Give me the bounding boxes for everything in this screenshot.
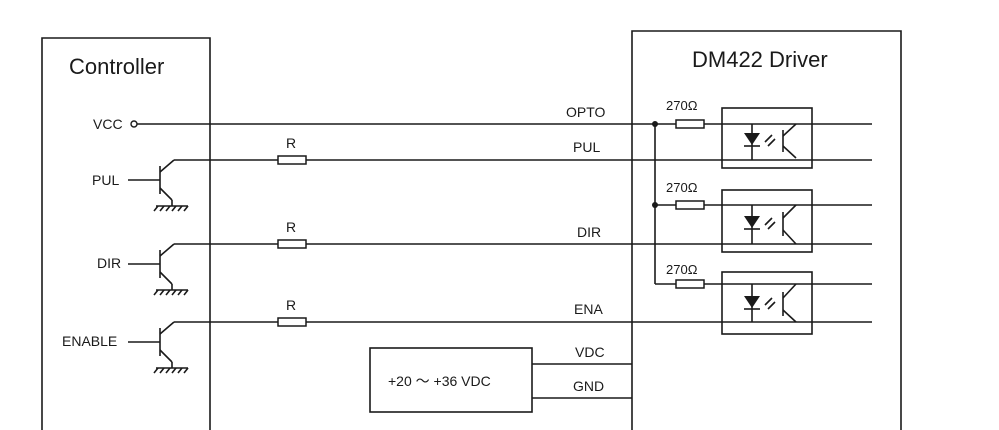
vcc-terminal	[130, 120, 138, 128]
pul-connection: PUL R PUL	[92, 135, 872, 212]
optocoupler-3	[721, 271, 813, 335]
pul-resistor-label: R	[286, 135, 296, 151]
controller-block: Controller	[41, 37, 211, 430]
pul-transistor-emitter	[159, 187, 173, 201]
pul-resistor	[277, 155, 307, 165]
controller-pin-vcc: VCC	[93, 116, 123, 132]
optocoupler-2	[721, 189, 813, 253]
enable-resistor	[277, 317, 307, 327]
driver-input-gnd: GND	[573, 378, 604, 394]
power-supply-label: +20 ～ +36 VDC	[388, 373, 491, 389]
junction-opto-1	[652, 121, 658, 127]
dir-resistor-label: R	[286, 219, 296, 235]
dir-connection: DIR R DIR	[97, 219, 872, 296]
opto-resistor-1	[675, 119, 705, 129]
controller-title: Controller	[69, 54, 164, 79]
power-supply: +20 ～ +36 VDC VDC GND	[369, 344, 632, 413]
opto-resistor-3-label: 270Ω	[666, 262, 698, 277]
opto-resistor-3	[675, 279, 705, 289]
driver-input-opto: OPTO	[566, 104, 606, 120]
pul-transistor-collector	[159, 159, 175, 173]
controller-pin-pul: PUL	[92, 172, 119, 188]
power-supply-box	[369, 347, 533, 413]
opto-resistor-2	[675, 200, 705, 210]
controller-box	[41, 37, 211, 430]
opto-resistor-1-label: 270Ω	[666, 98, 698, 113]
dir-resistor	[277, 239, 307, 249]
controller-pin-enable: ENABLE	[62, 333, 117, 349]
driver-input-dir: DIR	[577, 224, 601, 240]
enable-resistor-label: R	[286, 297, 296, 313]
optocoupler-3-light-arrows-icon	[764, 297, 776, 310]
opto-channel-1: 270Ω	[666, 98, 872, 169]
opto-channel-3: 270Ω	[666, 262, 872, 335]
driver-box	[631, 30, 902, 430]
optocoupler-1-light-arrows-icon	[764, 134, 776, 147]
enable-connection: ENABLE R ENA	[62, 297, 872, 374]
driver-input-vdc: VDC	[575, 344, 605, 360]
driver-input-pul: PUL	[573, 139, 600, 155]
controller-pin-dir: DIR	[97, 255, 121, 271]
opto-channel-2: 270Ω	[666, 180, 872, 253]
opto-bus	[652, 121, 676, 285]
optocoupler-2-light-arrows-icon	[764, 217, 776, 230]
vcc-connection: VCC OPTO	[93, 104, 676, 132]
driver-block: DM422 Driver	[631, 30, 902, 430]
driver-title: DM422 Driver	[692, 47, 828, 72]
optocoupler-1	[721, 107, 813, 169]
opto-resistor-2-label: 270Ω	[666, 180, 698, 195]
driver-input-ena: ENA	[574, 301, 603, 317]
